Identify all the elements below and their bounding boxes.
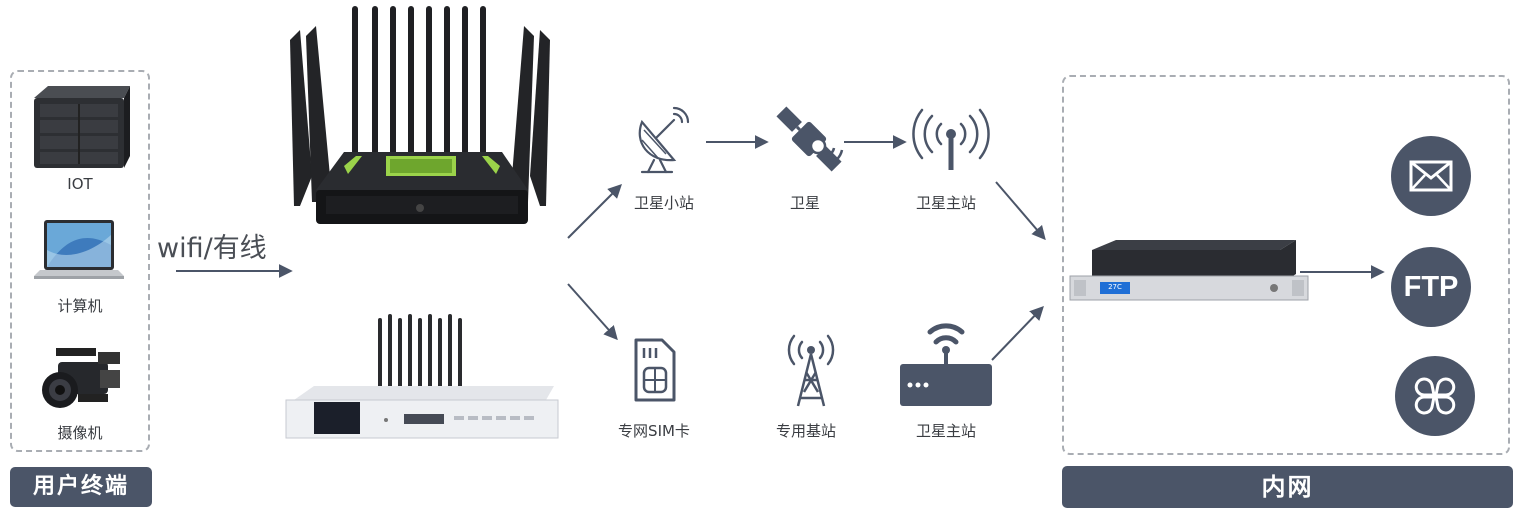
- node-label-sim-card: 专网SIM卡: [618, 422, 690, 440]
- rack-router-icon: [285, 314, 559, 439]
- broadcast-tower-icon: [912, 108, 990, 170]
- user-terminal-box: [10, 70, 150, 452]
- mail-service[interactable]: [1391, 136, 1471, 216]
- node-label-private-base-station: 专用基站: [775, 422, 836, 440]
- terminal-label-camera: 摄像机: [57, 424, 103, 442]
- satellite-dish-icon: [638, 106, 690, 174]
- app-service[interactable]: [1395, 356, 1475, 436]
- terminal-label-iot: IOT: [67, 175, 93, 193]
- server-display-text: 27C: [1108, 283, 1122, 291]
- connection-label: wifi/有线: [157, 233, 267, 264]
- storage-server-icon: [34, 86, 130, 168]
- arrow-to-sim-card: [567, 283, 618, 341]
- node-label-master-station-bottom: 卫星主站: [915, 422, 976, 440]
- rack-server-icon: [1069, 240, 1309, 301]
- ftp-service[interactable]: FTP: [1391, 247, 1471, 327]
- ftp-label: FTP: [1403, 270, 1459, 303]
- arrow-router-to-intranet: [991, 305, 1044, 361]
- satellite-icon: [776, 106, 844, 172]
- sim-card-icon: [634, 338, 676, 402]
- arrow-master-to-intranet: [995, 181, 1046, 241]
- wireless-router-icon: [900, 323, 992, 406]
- cell-tower-icon: [787, 334, 835, 407]
- node-label-master-station-top: 卫星主站: [915, 194, 976, 212]
- terminal-label-computer: 计算机: [57, 297, 103, 315]
- intranet-box: [1062, 75, 1510, 455]
- node-label-satellite: 卫星: [789, 194, 820, 212]
- mail-icon: [1409, 160, 1453, 192]
- laptop-icon: [34, 220, 124, 279]
- intranet-footer: 内网: [1062, 466, 1513, 508]
- user-terminal-footer: 用户终端: [10, 467, 152, 507]
- node-label-satellite-station: 卫星小站: [633, 194, 694, 212]
- app-grid-icon: [1414, 377, 1456, 415]
- multi-antenna-router-icon: [290, 6, 550, 224]
- video-camera-icon: [42, 348, 120, 408]
- arrow-to-satellite-station: [567, 184, 622, 239]
